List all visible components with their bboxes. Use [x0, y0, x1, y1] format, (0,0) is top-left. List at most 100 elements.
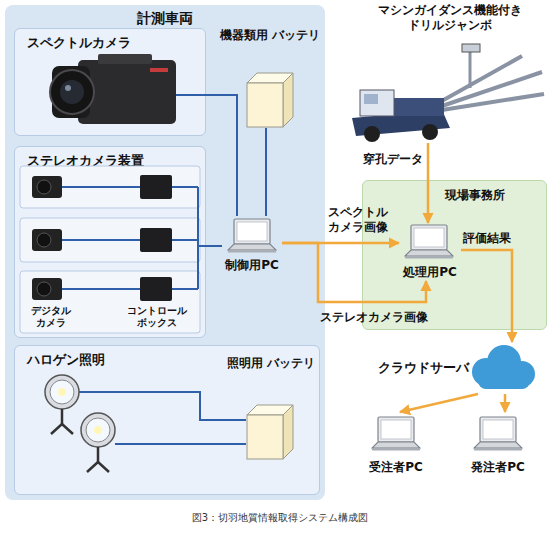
laptop-icon [228, 219, 276, 253]
node-label: 処理用PC [403, 264, 457, 281]
light-housing [81, 413, 115, 447]
battery: 照明用 バッテリ [239, 356, 303, 461]
camera-lens-glass [60, 80, 84, 104]
control-box [140, 175, 172, 199]
camera-lens [37, 282, 51, 296]
cloud-part [509, 361, 535, 387]
drill-basket [462, 44, 480, 52]
digital-camera [32, 278, 62, 300]
figure-caption: 図3：切羽地質情報取得システム構成図 [0, 511, 560, 525]
pc: 発注者PC [467, 412, 529, 476]
cloud-part [472, 358, 500, 386]
light-legs [87, 462, 109, 472]
wire [62, 288, 140, 290]
wire [172, 186, 198, 188]
camera-lens-barrel [52, 66, 90, 118]
data-flow-arrow [461, 250, 512, 342]
data-flow-arrow [427, 143, 430, 223]
node-label: 発注者PC [471, 459, 525, 476]
drill-boom [442, 72, 542, 106]
control-box [140, 277, 172, 301]
wire [79, 392, 246, 420]
cloud-part [478, 372, 530, 389]
camera-lens [50, 70, 94, 114]
cable [206, 95, 237, 216]
wire [62, 186, 140, 188]
vehicle-area: 計測車両スペクトルカメラ機器類用 バッテリステレオカメラ装置制御用PCハロゲン照… [5, 5, 325, 500]
camera-row [20, 166, 200, 208]
halogen-light [81, 413, 115, 472]
drill-jumbo-node: マシンガイダンス機能付き ドリルジャンボ [345, 3, 555, 143]
node-label: 受注者PC [369, 459, 423, 476]
camera-lens [37, 180, 51, 194]
lens-highlight [65, 85, 71, 91]
wire [198, 245, 206, 247]
camera-row [20, 218, 200, 262]
digital-camera [32, 229, 62, 251]
drill-engine [390, 98, 444, 116]
camera-lens [37, 233, 51, 247]
data-flow-arrow [400, 394, 478, 412]
drill-window [364, 94, 378, 104]
node-label: スペクトルカメラ [27, 34, 131, 52]
light-stand [97, 447, 100, 462]
drill-boom [440, 56, 522, 102]
wire [197, 187, 199, 289]
device-panel: ステレオカメラ装置 [14, 146, 206, 338]
data-flow-arrow [504, 394, 507, 412]
edge-label: 穿孔データ [363, 151, 423, 168]
cable [265, 128, 267, 216]
node-label: 現場事務所 [445, 187, 505, 204]
node-label: ハロゲン照明 [27, 351, 105, 369]
cloud-icon [472, 345, 535, 389]
device-panel: ハロゲン照明 照明用 バッテリ [14, 345, 320, 495]
office-area: 現場事務所処理用PC [362, 180, 547, 330]
pc: 制御用PC [222, 216, 282, 274]
spectral-camera [50, 54, 176, 124]
cable [206, 245, 222, 247]
node-label: マシンガイダンス機能付き ドリルジャンボ [345, 3, 555, 33]
light-legs [51, 424, 73, 434]
light-bulb [94, 426, 102, 434]
light-stand [61, 409, 64, 424]
camera-row [20, 271, 200, 333]
halogen-light [45, 375, 79, 434]
cloud-server: クラウドサーバ [378, 342, 536, 394]
data-flow-arrow [282, 243, 426, 302]
node-label: 機器類用 バッテリ [220, 28, 320, 43]
drill-wheel [422, 124, 438, 140]
pc: 受注者PC [365, 412, 427, 476]
wire [172, 288, 198, 290]
wire [176, 94, 206, 96]
digital-camera [32, 176, 62, 198]
laptop-icon [405, 225, 453, 259]
battery: 機器類用 バッテリ [240, 28, 300, 128]
wire [62, 239, 140, 241]
node-label: クラウドサーバ [378, 359, 469, 377]
drill-chassis [352, 110, 450, 136]
pc: 処理用PC [399, 223, 461, 281]
node-label: 照明用 バッテリ [227, 356, 315, 371]
node-label: ステレオカメラ装置 [27, 152, 144, 170]
node-label: 制御用PC [225, 257, 279, 274]
drill-wheel [364, 126, 380, 142]
control-box [140, 228, 172, 252]
battery-cube [247, 405, 293, 459]
drill-boom [442, 94, 544, 110]
light-reflector [86, 418, 110, 442]
battery-cube [247, 73, 293, 127]
drill-mast [469, 50, 472, 88]
drill-jumbo [352, 44, 544, 142]
wire [115, 443, 246, 445]
device-panel: スペクトルカメラ [14, 28, 206, 136]
light-reflector [50, 380, 74, 404]
laptop-icon [474, 417, 522, 451]
camera-badge [150, 68, 168, 72]
light-housing [45, 375, 79, 409]
laptop-icon [372, 417, 420, 451]
wire [172, 239, 198, 241]
stereo-camera-rows [20, 166, 206, 333]
cloud-part [487, 345, 521, 379]
camera-top [98, 54, 152, 64]
